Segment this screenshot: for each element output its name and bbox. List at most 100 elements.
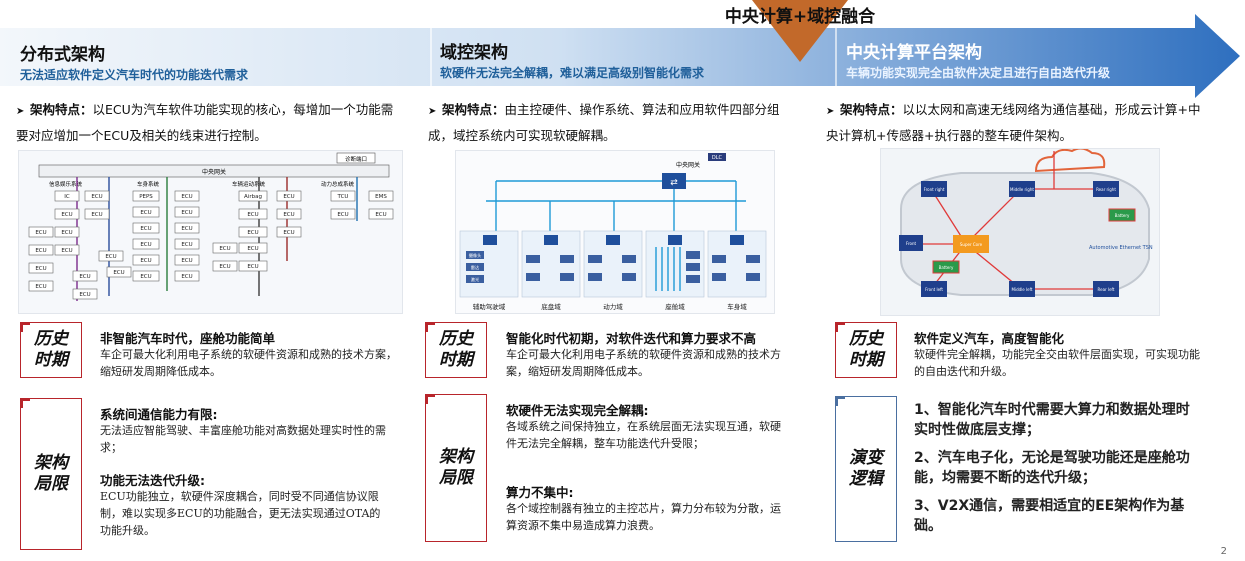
ecu-label: ECU bbox=[105, 254, 116, 260]
ecu-label: ECU bbox=[140, 242, 151, 248]
ecu-label: ECU bbox=[91, 212, 102, 218]
ecu-label: ECU bbox=[181, 258, 192, 264]
central-gateway-label: 中央网关 bbox=[202, 168, 226, 176]
ecu-label: ECU bbox=[35, 248, 46, 254]
col1-subtitle: 无法适应软件定义汽车时代的功能迭代需求 bbox=[20, 68, 249, 82]
node-icon bbox=[921, 281, 947, 297]
group-label: 车身系统 bbox=[137, 180, 160, 188]
domain-label: 辅助驾驶域 bbox=[473, 302, 506, 311]
battery-icon bbox=[932, 260, 960, 274]
wedge-shape bbox=[752, 0, 848, 62]
ecu-label: ECU bbox=[219, 264, 230, 270]
ecu-label: ECU bbox=[79, 292, 90, 298]
ecu-label: ECU bbox=[247, 246, 258, 252]
col3-evo-badge: 演变 逻辑 bbox=[835, 396, 897, 542]
col2-title: 域控架构 bbox=[440, 43, 508, 63]
ecu-label: ECU bbox=[181, 194, 192, 200]
banner-arrow bbox=[0, 0, 1240, 98]
col1-history-badge: 历史 时期 bbox=[20, 322, 82, 378]
evolution-point-3: 3、V2X通信，需要相适宜的EE架构作为基础。 bbox=[914, 498, 1185, 534]
ecu-label: ECU bbox=[283, 212, 294, 218]
col1-limit-badge: 架构 局限 bbox=[20, 398, 82, 550]
ecu-label: ECU bbox=[61, 230, 72, 236]
col3-feature: ➤架构特点：以以太网和高速无线网络为通信基础，形成云计算+中央计算机+传感器+执… bbox=[826, 102, 1201, 143]
node-icon bbox=[1009, 281, 1035, 297]
col1-limit1-title: 系统间通信能力有限: bbox=[100, 407, 218, 422]
col2-limit1-title: 软硬件无法实现完全解耦: bbox=[506, 403, 649, 418]
col3-title: 中央计算平台架构 bbox=[846, 43, 982, 63]
ecu-label: ECU bbox=[181, 242, 192, 248]
ecu-label: ECU bbox=[247, 212, 258, 218]
col1-history-text: 车企可最大化利用电子系统的软硬件资源和成熟的技术方案，缩短研发周期降低成本。 bbox=[100, 348, 397, 378]
node-icon bbox=[1009, 181, 1035, 197]
node-label: Rear right bbox=[1096, 187, 1116, 192]
ecu-label: ECU bbox=[140, 210, 151, 216]
dlc-label: DLC bbox=[712, 155, 723, 161]
tcu-label: TCU bbox=[337, 194, 349, 200]
peps-label: PEPS bbox=[139, 194, 153, 200]
cloud-icon bbox=[1034, 149, 1106, 173]
ecu-label: ECU bbox=[181, 210, 192, 216]
evolution-point-2: 2、汽车电子化，无论是驾驶功能还是座舱功能，均需要不断的迭代升级； bbox=[914, 450, 1190, 486]
unit-label: 雷达 bbox=[471, 264, 480, 271]
node-icon bbox=[899, 235, 923, 251]
col2-limit1-text: 各域系统之间保持独立，在系统层面无法实现互通，软硬件无法完全解耦，整车功能迭代升… bbox=[506, 420, 781, 450]
gateway-switch-icon bbox=[662, 173, 686, 189]
ic-label: IC bbox=[64, 194, 70, 200]
ecu-label: ECU bbox=[247, 230, 258, 236]
col2-limit2-text: 各个域控制器有独立的主控芯片，算力分布较为分散，运算资源不集中易造成算力浪费。 bbox=[506, 502, 781, 532]
super-core-icon bbox=[953, 235, 989, 253]
ecu-label: ECU bbox=[219, 246, 230, 252]
col2-limit-badge: 架构 局限 bbox=[425, 394, 487, 542]
col1-title: 分布式架构 bbox=[20, 45, 105, 65]
ems-label: EMS bbox=[375, 194, 387, 200]
central-gateway-label: 中央网关 bbox=[676, 161, 700, 169]
node-label: Super Core bbox=[960, 242, 983, 247]
airbag-label: Airbag bbox=[244, 194, 262, 200]
node-label: Middle left bbox=[1012, 287, 1033, 292]
domain-label: 车身域 bbox=[727, 302, 747, 311]
battery-label: Battery bbox=[1115, 213, 1130, 218]
col2-history-text: 车企可最大化利用电子系统的软硬件资源和成熟的技术方案，缩短研发周期降低成本。 bbox=[506, 348, 781, 378]
ecu-label: ECU bbox=[283, 194, 294, 200]
ecu-label: ECU bbox=[181, 226, 192, 232]
col3-history-title: 软件定义汽车，高度智能化 bbox=[914, 331, 1065, 346]
bullet-arrow-icon: ➤ bbox=[428, 106, 437, 117]
ecu-label: ECU bbox=[61, 212, 72, 218]
ecu-label: ECU bbox=[140, 258, 151, 264]
domain-label: 座舱域 bbox=[665, 302, 685, 311]
diag-port-label: 诊断端口 bbox=[345, 155, 367, 163]
evolution-point-1: 1、智能化汽车时代需要大算力和数据处理时实时性做底层支撑； bbox=[914, 402, 1190, 438]
node-label: Rear left bbox=[1098, 287, 1115, 292]
col3-history-text: 软硬件完全解耦，功能完全交由软件层面实现，可实现功能的自由迭代和升级。 bbox=[914, 348, 1200, 378]
domain-label: 动力域 bbox=[603, 302, 623, 311]
ecu-label: ECU bbox=[35, 284, 46, 290]
col2-subtitle: 软硬件无法完全解耦，难以满足高级别智能化需求 bbox=[440, 66, 705, 80]
node-label: Front right bbox=[924, 187, 945, 192]
unit-label: 摄像头 bbox=[469, 252, 482, 259]
ecu-label: ECU bbox=[337, 212, 348, 218]
col1-limit1-text: 无法适应智能驾驶、丰富座舱功能对高数据处理实时性的需求； bbox=[100, 424, 386, 454]
node-label: Middle right bbox=[1010, 187, 1034, 192]
ecu-label: ECU bbox=[283, 230, 294, 236]
group-label: 车辆运动系统 bbox=[232, 180, 266, 188]
bullet-arrow-icon: ➤ bbox=[16, 106, 25, 117]
node-icon bbox=[921, 181, 947, 197]
col2-history-badge: 历史 时期 bbox=[425, 322, 487, 378]
col2-history-title: 智能化时代初期，对软件迭代和算力要求不高 bbox=[506, 331, 757, 346]
battery-icon bbox=[1108, 208, 1136, 222]
node-label: Front bbox=[906, 241, 917, 246]
col1-diagram: 诊断端口 中央网关 信息娱乐系统 车身系统 车辆运动系统 动力总成系统 bbox=[18, 150, 403, 314]
ecu-label: ECU bbox=[79, 274, 90, 280]
unit-label: 激光 bbox=[471, 276, 479, 283]
ecu-label: ECU bbox=[61, 248, 72, 254]
node-icon bbox=[1093, 281, 1119, 297]
ecu-label: ECU bbox=[113, 270, 124, 276]
center-tag: 中央计算+域控融合 bbox=[724, 7, 876, 27]
col1-history-title: 非智能汽车时代，座舱功能简单 bbox=[100, 331, 276, 346]
ecu-label: ECU bbox=[35, 266, 46, 272]
legend-label: Automotive Ethernet TSN bbox=[1089, 245, 1153, 251]
ecu-label: ECU bbox=[375, 212, 386, 218]
svg-text:⇄: ⇄ bbox=[670, 178, 678, 188]
col1-feature: ➤架构特点：以ECU为汽车软件功能实现的核心，每增加一个功能需要对应增加一个EC… bbox=[16, 102, 394, 143]
